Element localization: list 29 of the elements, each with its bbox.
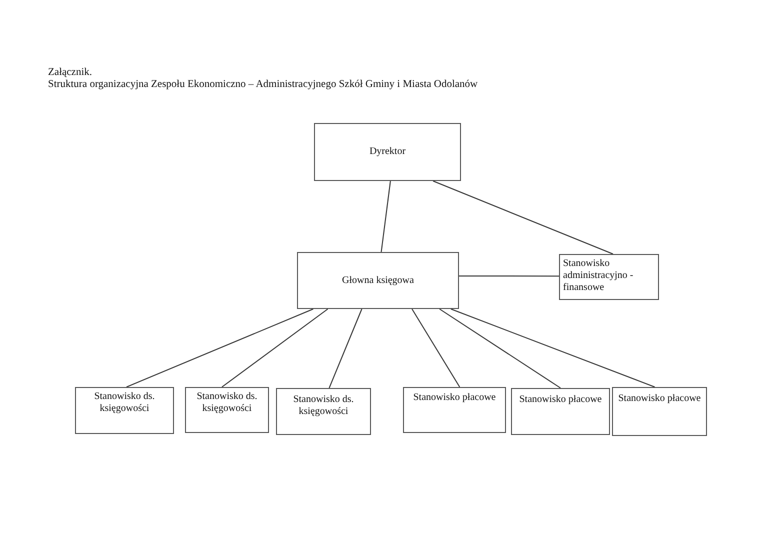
- position-title: Stanowisko ds. księgowości: [196, 391, 258, 415]
- diagram-title: Struktura organizacyjna Zespołu Ekonomiczno – Administracyjnego Szkół Gminy i Miasta Odolanów: [48, 78, 478, 91]
- connector-line: [432, 180, 614, 254]
- connector-line: [458, 275, 560, 277]
- connector-line: [328, 308, 362, 388]
- connector-line: [450, 308, 656, 388]
- position-title: Stanowisko płacowe: [618, 393, 701, 405]
- position-box: [75, 387, 174, 434]
- connector-line: [126, 308, 314, 388]
- connector-line: [439, 308, 561, 388]
- position-box: [314, 123, 461, 181]
- position-title: Głowna księgowa: [342, 274, 414, 286]
- position-title: Stanowisko ds. księgowości: [93, 391, 156, 415]
- position-title: Stanowisko płacowe: [519, 394, 602, 406]
- position-box: [511, 388, 610, 435]
- connector-line: [221, 308, 328, 388]
- note-text: Załącznik.: [48, 66, 92, 79]
- position-title: Stanowisko płacowe: [413, 392, 496, 404]
- position-box: [612, 387, 707, 436]
- position-box: [297, 252, 459, 309]
- connector-line: [380, 180, 391, 252]
- position-title: Stanowisko administracyjno - finansowe: [563, 258, 634, 294]
- position-box: [185, 387, 269, 433]
- position-box: [403, 387, 506, 433]
- position-title: Stanowisko ds. księgowości: [292, 394, 355, 418]
- position-title: Dyrektor: [369, 146, 406, 158]
- position-box: [559, 254, 659, 300]
- connector-line: [412, 308, 460, 388]
- position-box: [276, 388, 371, 435]
